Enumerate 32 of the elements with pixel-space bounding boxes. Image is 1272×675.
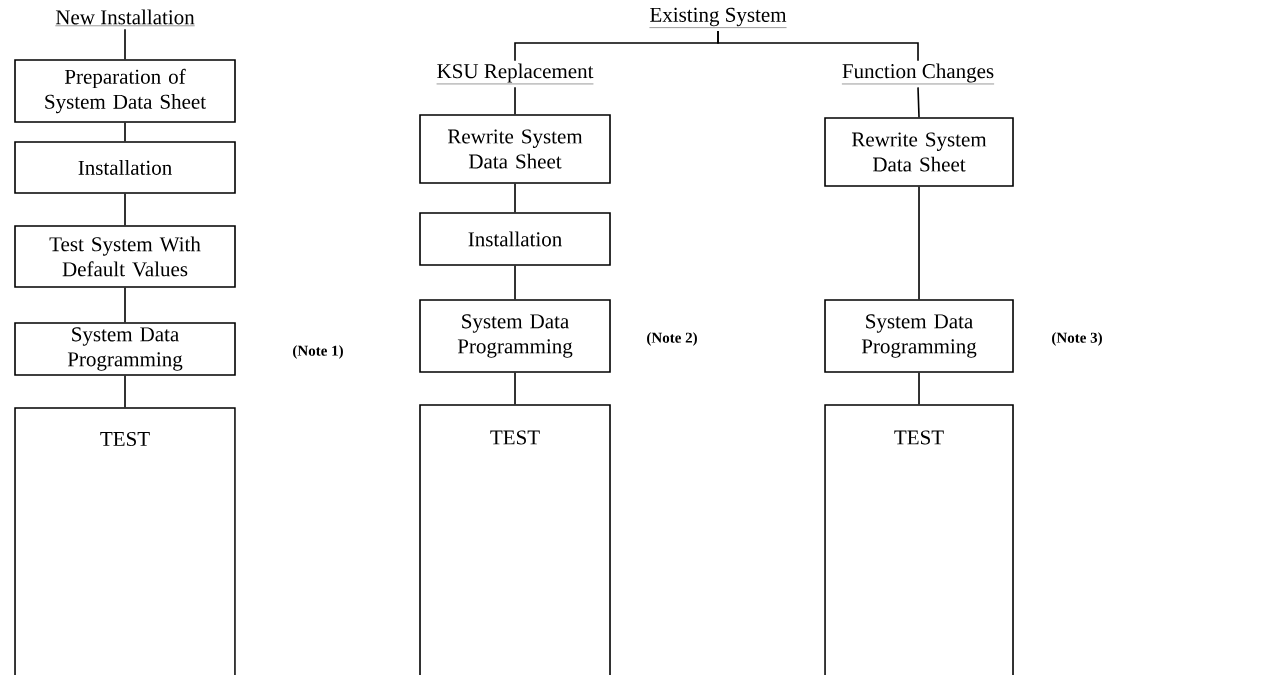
connector-line bbox=[514, 265, 516, 300]
heading: KSU Replacement bbox=[436, 63, 594, 85]
process-box: Rewrite System Data Sheet bbox=[824, 117, 1014, 187]
connector-line bbox=[124, 28, 126, 60]
process-box: System Data Programming bbox=[419, 299, 611, 373]
process-box: System Data Programming bbox=[14, 322, 236, 376]
connector-line bbox=[514, 372, 516, 405]
process-box: TEST bbox=[824, 404, 1014, 675]
heading: Existing System bbox=[649, 7, 787, 28]
connector-line bbox=[124, 375, 126, 408]
note-label: (Note 2) bbox=[647, 332, 697, 346]
note-label: (Note 3) bbox=[1052, 332, 1102, 346]
connector-line bbox=[124, 287, 126, 323]
process-box: Installation bbox=[419, 212, 611, 266]
connector-line bbox=[124, 193, 126, 226]
process-box: Rewrite System Data Sheet bbox=[419, 114, 611, 184]
process-box: Test System With Default Values bbox=[14, 225, 236, 288]
process-box: Preparation of System Data Sheet bbox=[14, 59, 236, 123]
heading: Function Changes bbox=[841, 63, 995, 85]
heading: New Installation bbox=[55, 9, 195, 26]
connector-line bbox=[918, 372, 920, 405]
connector-line bbox=[918, 186, 920, 300]
process-box: TEST bbox=[14, 407, 236, 675]
process-box: System Data Programming bbox=[824, 299, 1014, 373]
process-box: Installation bbox=[14, 141, 236, 194]
connector-line bbox=[124, 122, 126, 142]
connector-line bbox=[514, 86, 516, 115]
process-box: TEST bbox=[419, 404, 611, 675]
connector-line bbox=[717, 30, 919, 62]
connector-line bbox=[917, 86, 920, 118]
note-label: (Note 1) bbox=[293, 345, 343, 359]
connector-line bbox=[514, 183, 516, 213]
